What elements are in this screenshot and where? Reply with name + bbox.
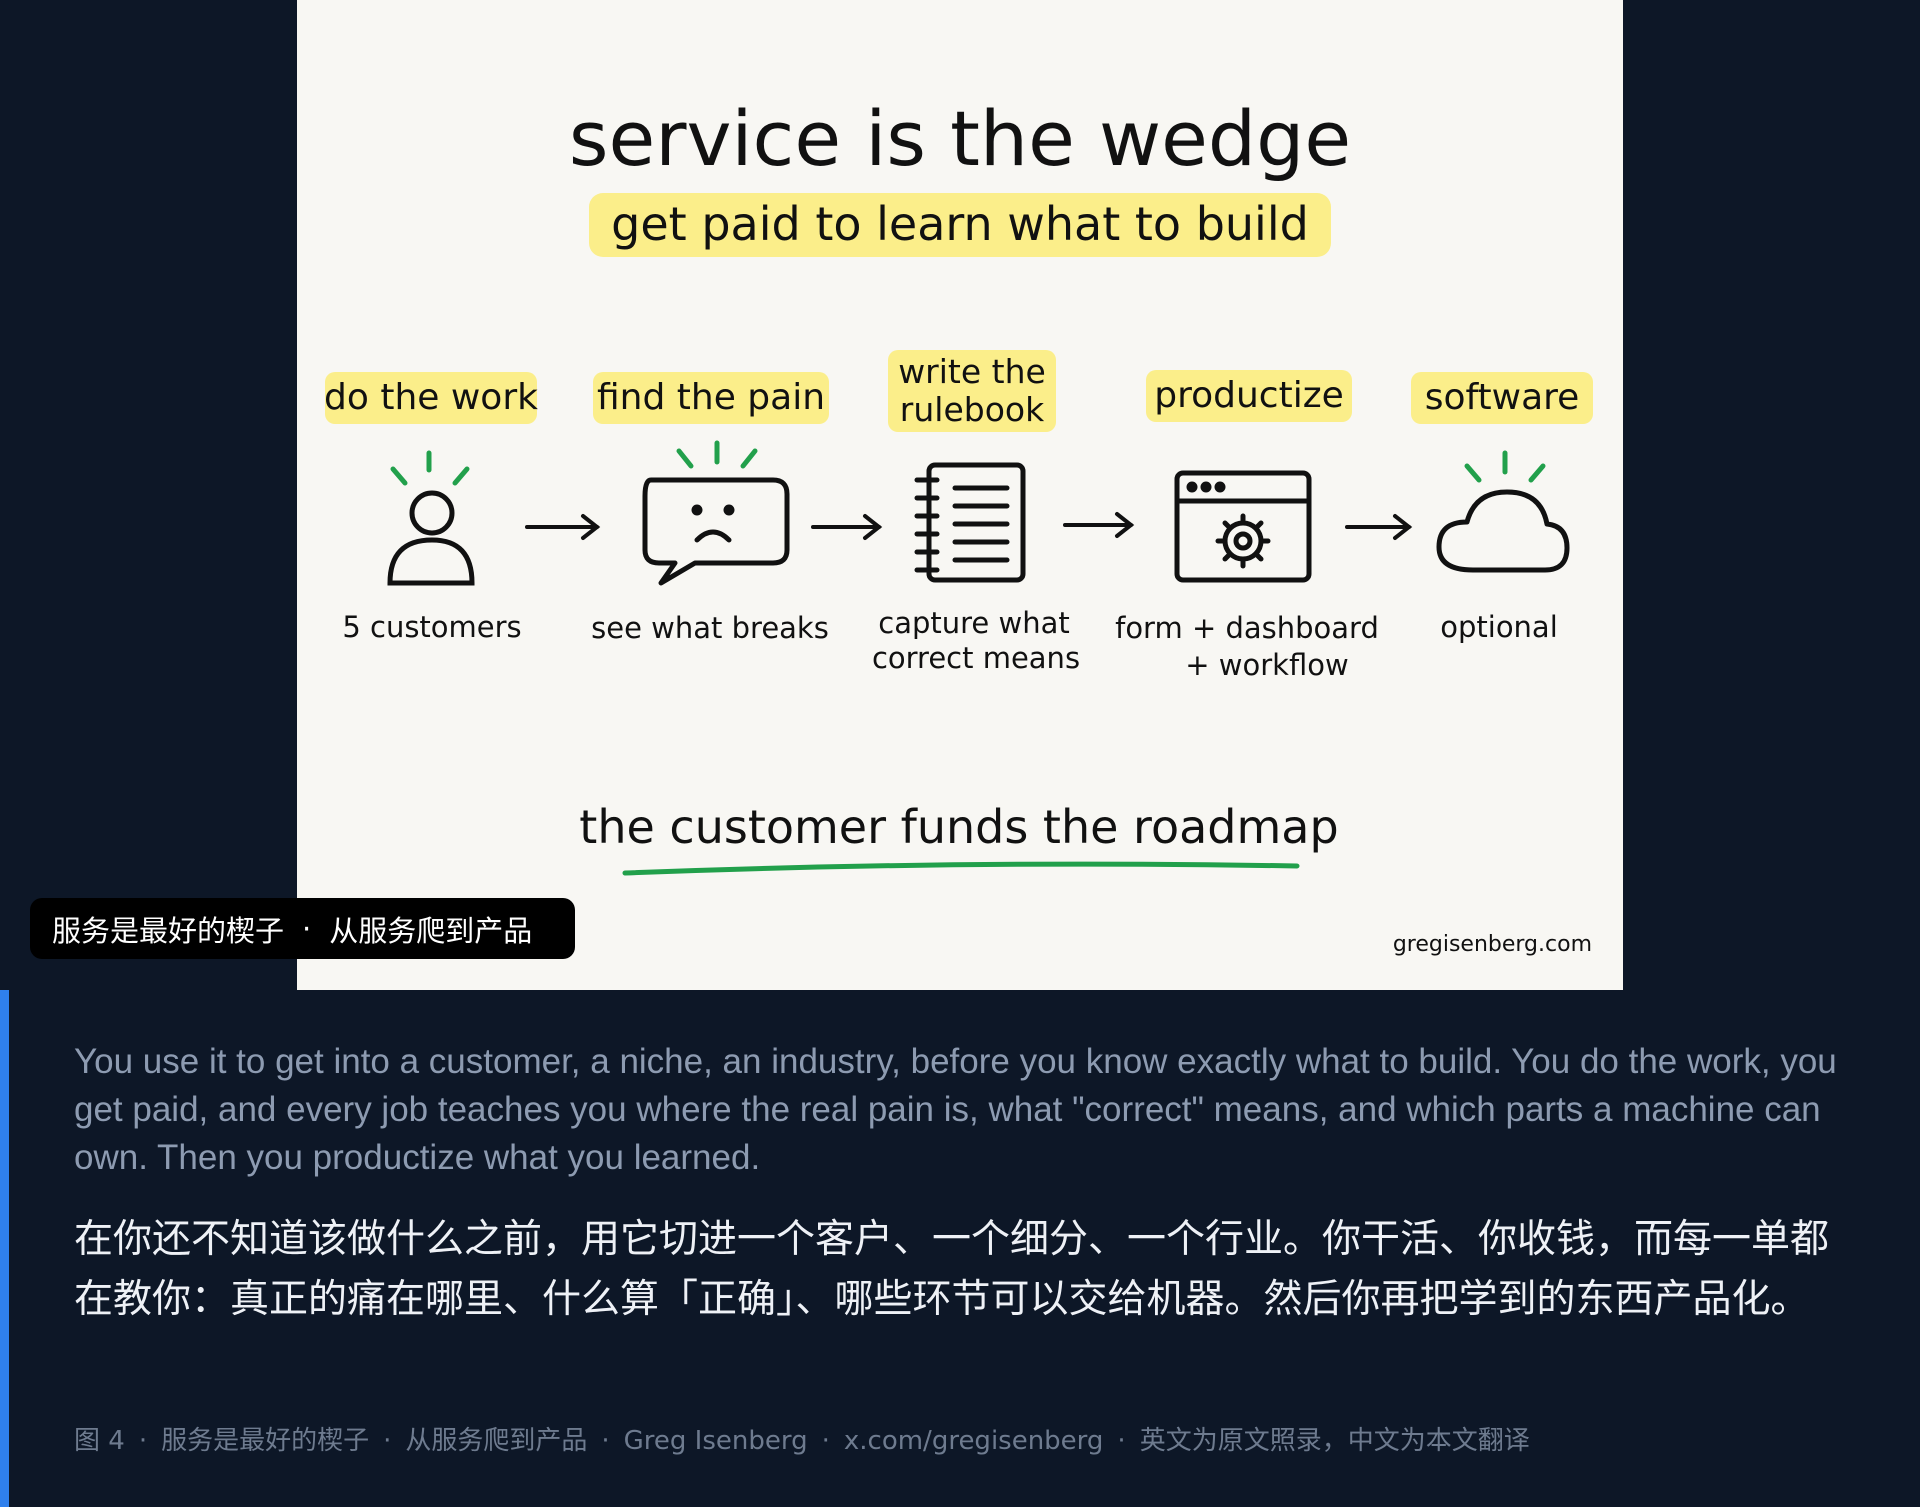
arrow-icon [1063, 512, 1135, 538]
step-label-write-the: write the [898, 352, 1046, 391]
chinese-translation: 在你还不知道该做什么之前，用它切进一个客户、一个细分、一个行业。你干活、你收钱，… [74, 1217, 1830, 1322]
footer-note: 英文为原文照录，中文为本文翻译 [1139, 1426, 1530, 1456]
step-label-highlight [888, 350, 1056, 432]
step-caption-capture-what: capture what [878, 606, 1069, 640]
arrow-icon [1345, 514, 1413, 540]
english-quote: You use it to get into a customer, a nic… [74, 1042, 1837, 1177]
step-label-highlight [325, 372, 537, 424]
footer-separator: · [1117, 1426, 1126, 1456]
footer-separator: · [138, 1426, 148, 1456]
sad-speech-bubble-icon [642, 440, 790, 586]
footer-author: Greg Isenberg [623, 1426, 808, 1456]
step-caption-optional: optional [1440, 610, 1558, 644]
arrow-icon [811, 514, 883, 540]
step-caption-form-dashboard: form + dashboard [1115, 611, 1379, 645]
figure-watermark: gregisenberg.com [1393, 932, 1592, 957]
caption-badge: 服务是最好的楔子 · 从服务爬到产品 [30, 898, 575, 959]
footer-figure-number: 图 4 [74, 1426, 125, 1456]
figure-svg: service is the wedge get paid to learn w… [324, 94, 1593, 957]
step-caption-see-what-breaks: see what breaks [591, 611, 829, 645]
step-label-highlight [1411, 372, 1593, 424]
figure-subtitle: get paid to learn what to build [611, 197, 1309, 251]
caption-badge-separator: · [302, 911, 312, 946]
step-label-highlight [593, 372, 829, 424]
arrow-icon [525, 514, 601, 540]
subtitle-highlight [589, 193, 1331, 257]
footer-subtitle: 从服务爬到产品 [405, 1426, 588, 1456]
footer-title: 服务是最好的楔子 [161, 1426, 370, 1456]
footer-handle-link[interactable]: x.com/gregisenberg [843, 1426, 1104, 1456]
figure-footer: 图 4 · 服务是最好的楔子 · 从服务爬到产品 · Greg Isenberg · x.com… [74, 1420, 1864, 1457]
figure-tagline: the customer funds the roadmap [579, 800, 1338, 854]
tagline-underline [622, 861, 1300, 876]
step-label-productize: productize [1154, 375, 1344, 416]
footer-separator: · [383, 1426, 392, 1456]
step-label-highlight [1146, 370, 1352, 422]
caption-badge-title: 服务是最好的楔子 [52, 913, 285, 948]
figure-image: service is the wedge get paid to learn w… [297, 0, 1623, 990]
step-label-software: software [1425, 377, 1580, 418]
step-caption-5-customers: 5 customers [342, 610, 521, 644]
quote-accent-bar [0, 990, 9, 1507]
notebook-icon [914, 462, 1026, 583]
footer-separator: · [821, 1426, 830, 1456]
footer-separator: · [601, 1426, 610, 1456]
caption-badge-subtitle: 从服务爬到产品 [329, 913, 533, 948]
step-label-do-the-work: do the work [324, 377, 538, 418]
cloud-icon [1436, 450, 1570, 573]
step-label-find-the-pain: find the pain [597, 377, 825, 418]
person-icon [387, 450, 475, 586]
browser-gear-icon [1174, 470, 1312, 583]
figure-title: service is the wedge [569, 94, 1351, 183]
step-caption-workflow: + workflow [1185, 648, 1348, 682]
step-caption-correct-means: correct means [872, 641, 1080, 675]
step-label-rulebook: rulebook [900, 390, 1045, 429]
